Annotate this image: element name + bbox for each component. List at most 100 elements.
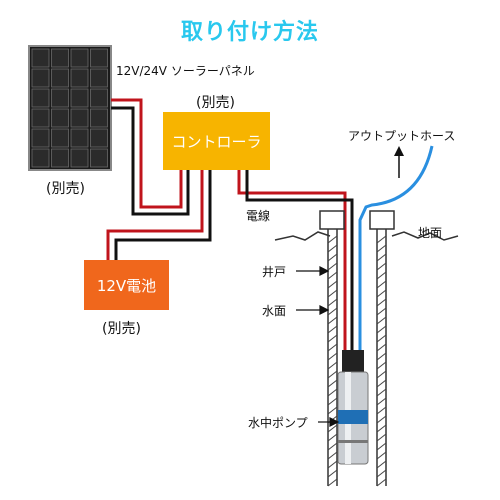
well-wall-hatch: [376, 262, 387, 271]
water-level-label: 水面: [262, 304, 287, 318]
solar-cell: [70, 48, 89, 68]
solar-cell: [70, 128, 89, 148]
well-wall-hatch: [376, 433, 387, 442]
well-wall-hatch: [327, 262, 338, 271]
solar-cell: [31, 48, 50, 68]
solar-panel-label: 12V/24V ソーラーパネル: [116, 64, 255, 78]
well-wall-hatch: [376, 325, 387, 334]
solar-cell: [90, 148, 108, 168]
well-wall-hatch: [376, 253, 387, 262]
label-arrows: [296, 266, 340, 427]
well-wall-hatch: [376, 298, 387, 307]
solar-cell: [90, 108, 108, 128]
well-wall-hatch: [327, 253, 338, 262]
solar-cell: [90, 88, 108, 108]
solar-cell: [31, 128, 50, 148]
solar-cell: [70, 148, 89, 168]
well-wall-hatch: [327, 370, 338, 379]
well-wall-hatch: [376, 370, 387, 379]
ground-label: 地面: [418, 226, 443, 240]
arrow-up-icon: [394, 146, 404, 178]
well-wall-hatch: [376, 451, 387, 460]
solar-cell: [70, 108, 89, 128]
outlet-hose-label: アウトプットホース: [348, 129, 456, 143]
well-wall-hatch: [327, 307, 338, 316]
battery-box: 12V電池: [84, 260, 169, 310]
solar-cell: [31, 148, 50, 168]
solar-cell: [51, 68, 69, 88]
outlet-hose: [358, 145, 434, 372]
solar-cell: [90, 128, 108, 148]
well-wall-hatch: [376, 379, 387, 388]
well-wall-hatch: [376, 478, 387, 487]
well-wall-hatch: [376, 244, 387, 253]
well-wall-hatch: [327, 235, 338, 244]
well-wall-hatch: [327, 298, 338, 307]
solar-panel-icon: [28, 45, 112, 171]
wire-controller-battery: [106, 170, 212, 260]
well-wall-hatch: [376, 361, 387, 370]
wire-panel-controller: [111, 98, 190, 216]
solar-cell: [31, 68, 50, 88]
well-wall-hatch: [327, 406, 338, 415]
well-wall-hatch: [327, 460, 338, 469]
solar-cell: [90, 68, 108, 88]
solar-cell: [51, 128, 69, 148]
battery-sold-separately: (別売): [102, 321, 141, 337]
well-wall-hatch: [376, 388, 387, 397]
well-wall-hatch: [327, 343, 338, 352]
solar-cell: [51, 48, 69, 68]
well-wall-hatch: [327, 451, 338, 460]
well-wall-hatch: [327, 478, 338, 487]
well-wall-hatch: [327, 469, 338, 478]
solar-cell: [31, 108, 50, 128]
well-wall-hatch: [327, 361, 338, 370]
well-wall-hatch: [376, 406, 387, 415]
well-wall-hatch: [376, 307, 387, 316]
well-wall-hatch: [327, 244, 338, 253]
controller-box: コントローラ: [163, 112, 270, 170]
well: [319, 210, 395, 487]
solar-cell: [70, 68, 89, 88]
well-wall-hatch: [327, 388, 338, 397]
well-wall-hatch: [327, 379, 338, 388]
well-wall-hatch: [327, 397, 338, 406]
page-title: 取り付け方法: [180, 20, 319, 45]
well-wall-hatch: [376, 343, 387, 352]
well-wall-hatch: [376, 424, 387, 433]
well-wall-hatch: [376, 271, 387, 280]
well-wall-hatch: [327, 325, 338, 334]
well-label: 井戸: [262, 265, 287, 279]
well-wall-hatch: [376, 280, 387, 289]
wire-controller-pump: [237, 170, 354, 372]
well-wall-hatch: [376, 415, 387, 424]
panel-sold-separately: (別売): [46, 181, 85, 197]
well-wall-hatch: [327, 352, 338, 361]
solar-cell: [31, 88, 50, 108]
well-wall-hatch: [376, 397, 387, 406]
well-wall-hatch: [376, 316, 387, 325]
well-wall-hatch: [327, 334, 338, 343]
well-wall-hatch: [327, 433, 338, 442]
solar-cell: [51, 88, 69, 108]
well-wall-hatch: [327, 442, 338, 451]
pump-icon: [337, 350, 369, 465]
wire-label: 電線: [246, 209, 271, 223]
ground: [274, 231, 459, 241]
solar-cell: [51, 148, 69, 168]
solar-cell: [70, 88, 89, 108]
well-wall-hatch: [376, 289, 387, 298]
well-wall-hatch: [376, 334, 387, 343]
well-wall-hatch: [327, 316, 338, 325]
well-wall-hatch: [327, 271, 338, 280]
well-wall-hatch: [376, 442, 387, 451]
well-wall-hatch: [376, 235, 387, 244]
well-wall-hatch: [327, 424, 338, 433]
well-wall-hatch: [376, 352, 387, 361]
well-wall-hatch: [376, 469, 387, 478]
controller-sold-separately: (別売): [196, 95, 235, 111]
well-wall-hatch: [327, 289, 338, 298]
solar-cell: [90, 48, 108, 68]
well-wall-hatch: [376, 460, 387, 469]
